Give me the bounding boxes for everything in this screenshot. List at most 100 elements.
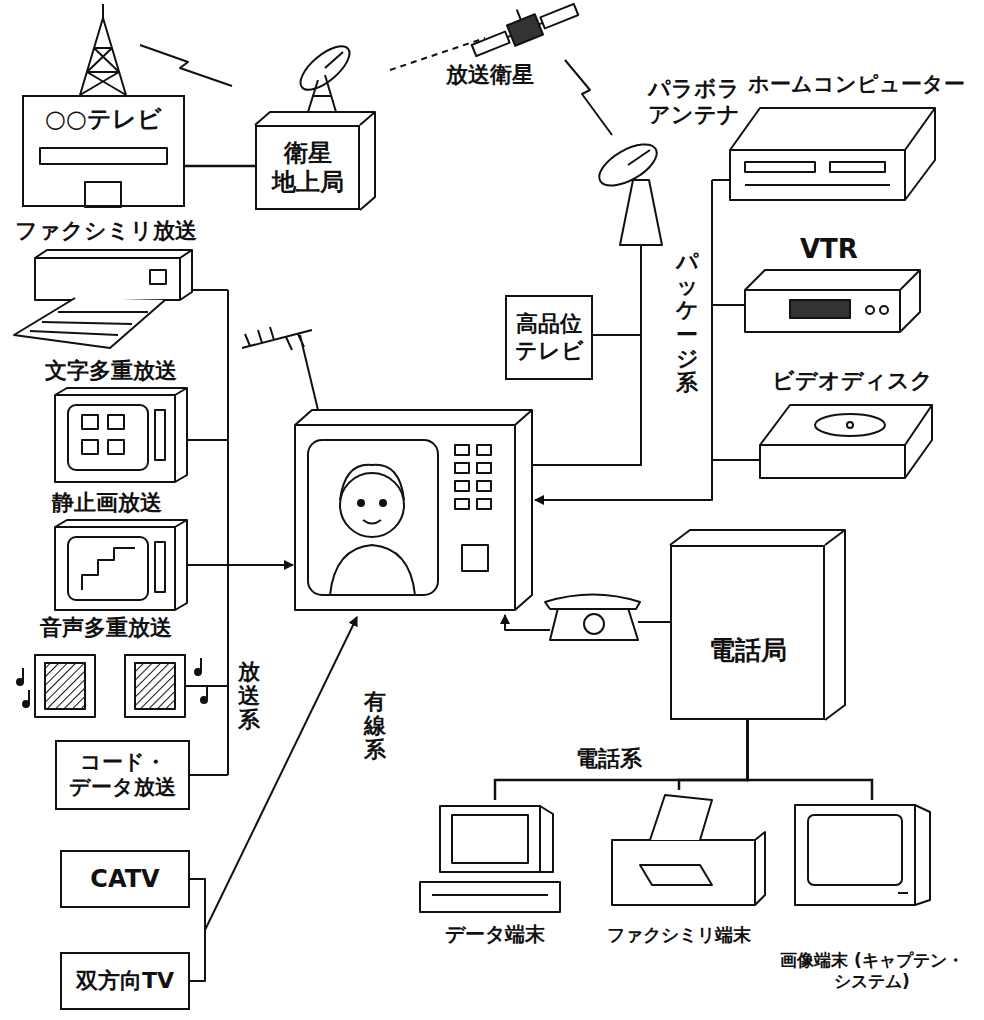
node-text: 双方向TV <box>76 968 174 994</box>
vtr-deck <box>880 306 888 314</box>
facsimile-broadcast-receiver <box>35 250 192 300</box>
still-picture-receiver <box>155 542 165 592</box>
telephone <box>545 595 640 610</box>
parabolic-antenna <box>628 150 650 165</box>
station-building: ○○テレビ <box>22 95 185 207</box>
station-building-detail <box>40 148 167 207</box>
stereo-speakers <box>206 686 208 700</box>
vtr-deck <box>745 270 920 332</box>
satellite <box>507 14 543 46</box>
connector-line <box>495 720 748 800</box>
node-text: CATV <box>90 865 159 894</box>
facsimile-broadcast-receiver <box>30 312 148 335</box>
ground-station-dish <box>308 52 343 112</box>
telephone-office-detail <box>670 530 845 720</box>
satellite <box>499 2 542 37</box>
ground-station-dish <box>255 112 375 210</box>
television-set <box>477 481 491 491</box>
node-text: 高品位 テレビ <box>511 311 587 364</box>
still-picture-receiver <box>55 520 187 610</box>
still-picture-receiver <box>68 537 148 600</box>
television-set <box>477 445 491 455</box>
television-set <box>477 499 491 509</box>
device-label: 静止画放送 <box>52 490 162 516</box>
image-terminal <box>795 805 915 905</box>
image-terminal <box>795 805 930 905</box>
cable-link <box>190 617 357 981</box>
device-label: 音声多重放送 <box>40 615 172 641</box>
radio-link <box>140 45 232 86</box>
cable-link <box>205 617 357 930</box>
device-label: パラボラ アンテナ <box>648 76 748 129</box>
parabolic-antenna <box>593 136 663 194</box>
ground-station-box: 衛星 地上局 <box>255 125 360 210</box>
video-disc-player <box>760 405 932 478</box>
parabolic-antenna <box>620 180 662 245</box>
device-label: ビデオディスク <box>772 368 933 394</box>
station-building-detail <box>85 182 121 207</box>
television-set <box>455 445 469 455</box>
code-data-box: コード・ データ放送 <box>55 740 190 810</box>
telephone-office-box: 電話局 <box>670 545 825 720</box>
parabolic-antenna <box>593 334 641 336</box>
teletext-receiver <box>108 440 124 454</box>
image-terminal <box>808 815 902 885</box>
vtr-deck <box>866 306 874 314</box>
teletext-receiver <box>108 415 124 429</box>
television-set <box>380 500 386 506</box>
broadcast-bus <box>227 290 229 775</box>
teletext-receiver <box>155 410 165 460</box>
device-label: 放送衛星 <box>446 62 534 88</box>
telephone <box>584 614 604 634</box>
television-set <box>455 463 469 473</box>
video-disc-player <box>760 405 932 478</box>
node-text: ファクシミリ端末 <box>607 924 751 946</box>
data-terminal <box>420 882 560 912</box>
ground-station-dish <box>255 39 375 210</box>
television-set <box>330 545 415 595</box>
node-text: コード・ データ放送 <box>61 750 184 800</box>
stereo-speakers <box>22 668 24 682</box>
television-set <box>358 500 364 506</box>
satellite <box>540 4 578 29</box>
stereo-speakers <box>125 655 185 717</box>
video-disc-player <box>847 422 853 428</box>
still-picture-receiver <box>55 520 187 610</box>
two-way-tv-box: 双方向TV <box>60 952 190 1010</box>
telephone-office-detail <box>670 530 845 720</box>
home-computer <box>745 162 815 172</box>
television-set <box>455 481 469 491</box>
illustration-part <box>14 0 935 981</box>
catv-box: CATV <box>60 850 190 908</box>
home-computer <box>730 108 935 200</box>
device-label: 文字多重放送 <box>45 358 177 384</box>
video-disc-player <box>815 414 885 436</box>
hdtv-box: 高品位 テレビ <box>505 295 593 380</box>
device-label: VTR <box>800 234 858 265</box>
telephone <box>505 595 670 641</box>
vertical-label: パッケージ系 <box>676 250 698 395</box>
facsimile-terminal <box>650 795 712 840</box>
stereo-speakers <box>35 655 95 717</box>
facsimile-broadcast-receiver <box>14 250 192 348</box>
connector-line <box>185 165 255 168</box>
telephone <box>638 621 670 623</box>
stereo-speakers <box>45 663 85 709</box>
telephone <box>550 608 638 640</box>
television-set <box>295 410 532 610</box>
station-building-detail <box>40 148 167 164</box>
stereo-speakers <box>200 658 202 672</box>
still-picture-receiver <box>82 548 135 590</box>
terminal-node: データ端末 <box>420 800 570 950</box>
data-terminal <box>420 806 560 912</box>
node-text: 電話局 <box>709 635 787 666</box>
teletext-receiver <box>82 415 98 429</box>
data-terminal <box>452 815 528 863</box>
teletext-receiver <box>82 440 98 454</box>
vertical-label: 放送系 <box>238 660 260 733</box>
facsimile-terminal <box>612 832 765 905</box>
connector-line <box>748 720 873 800</box>
teletext-receiver <box>55 388 187 482</box>
node-text: 画像端末 (キャプテン・システム) <box>776 950 968 991</box>
radio-link <box>565 60 612 135</box>
